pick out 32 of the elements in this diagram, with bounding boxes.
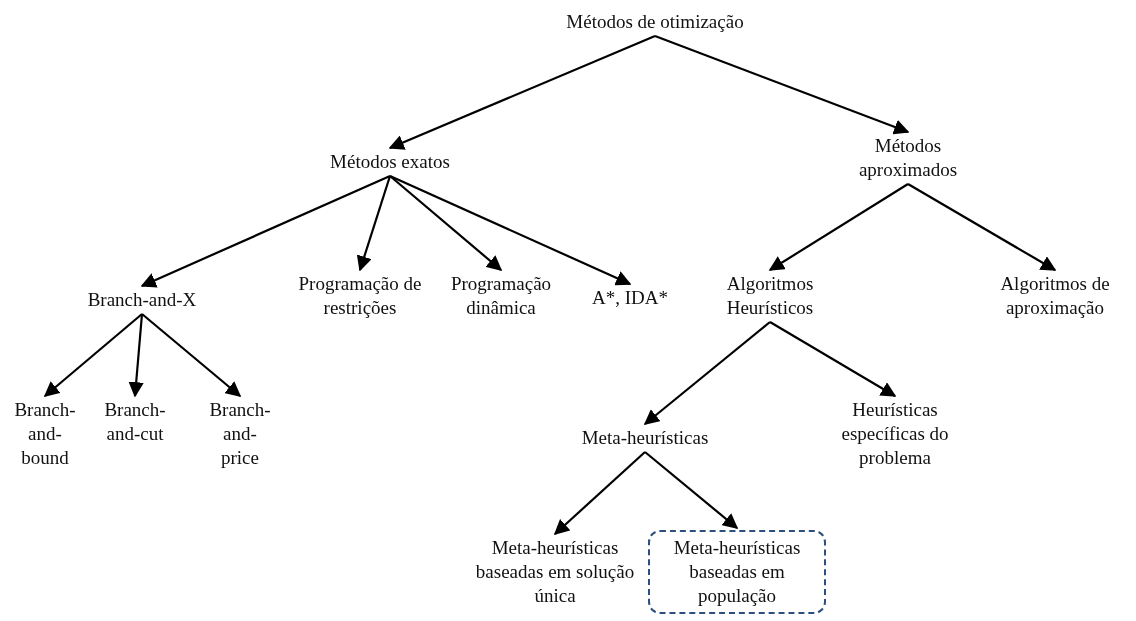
arrow [907, 183, 1057, 271]
node-label: Programação dinâmica [442, 272, 560, 320]
node-label: Algoritmos Heurísticos [715, 272, 825, 320]
arrow [389, 175, 632, 286]
arrow [389, 175, 503, 271]
arrow [643, 321, 771, 425]
node-label: Métodos aproximados [853, 134, 963, 182]
arrow [356, 175, 392, 272]
arrow [388, 35, 656, 150]
node-label: Meta-heurísticas baseadas em solução única [470, 536, 640, 608]
arrow [128, 313, 144, 398]
arrow [768, 183, 909, 271]
node-label: Métodos de otimização [535, 10, 775, 34]
node-label: Heurísticas específicas do problema [830, 398, 960, 470]
node-label: Branch-and-cut [100, 398, 170, 446]
node-label: Meta-heurísticas baseadas em população [672, 536, 802, 608]
arrow [654, 34, 910, 135]
arrow [769, 321, 897, 397]
node-label: Branch-and-price [205, 398, 275, 470]
arrow [140, 175, 391, 288]
highlighted-box [648, 530, 826, 614]
node-label: Algoritmos de aproximação [980, 272, 1130, 320]
arrow [644, 451, 739, 529]
node-label: Meta-heurísticas [560, 426, 730, 450]
node-label: Branch-and-bound [10, 398, 80, 470]
node-label: Branch-and-X [72, 288, 212, 312]
arrow [553, 451, 646, 536]
node-label: A*, IDA* [580, 286, 680, 310]
node-label: Programação de restrições [290, 272, 430, 320]
arrow [141, 313, 242, 397]
node-label: Métodos exatos [310, 150, 470, 174]
arrow [43, 313, 143, 397]
